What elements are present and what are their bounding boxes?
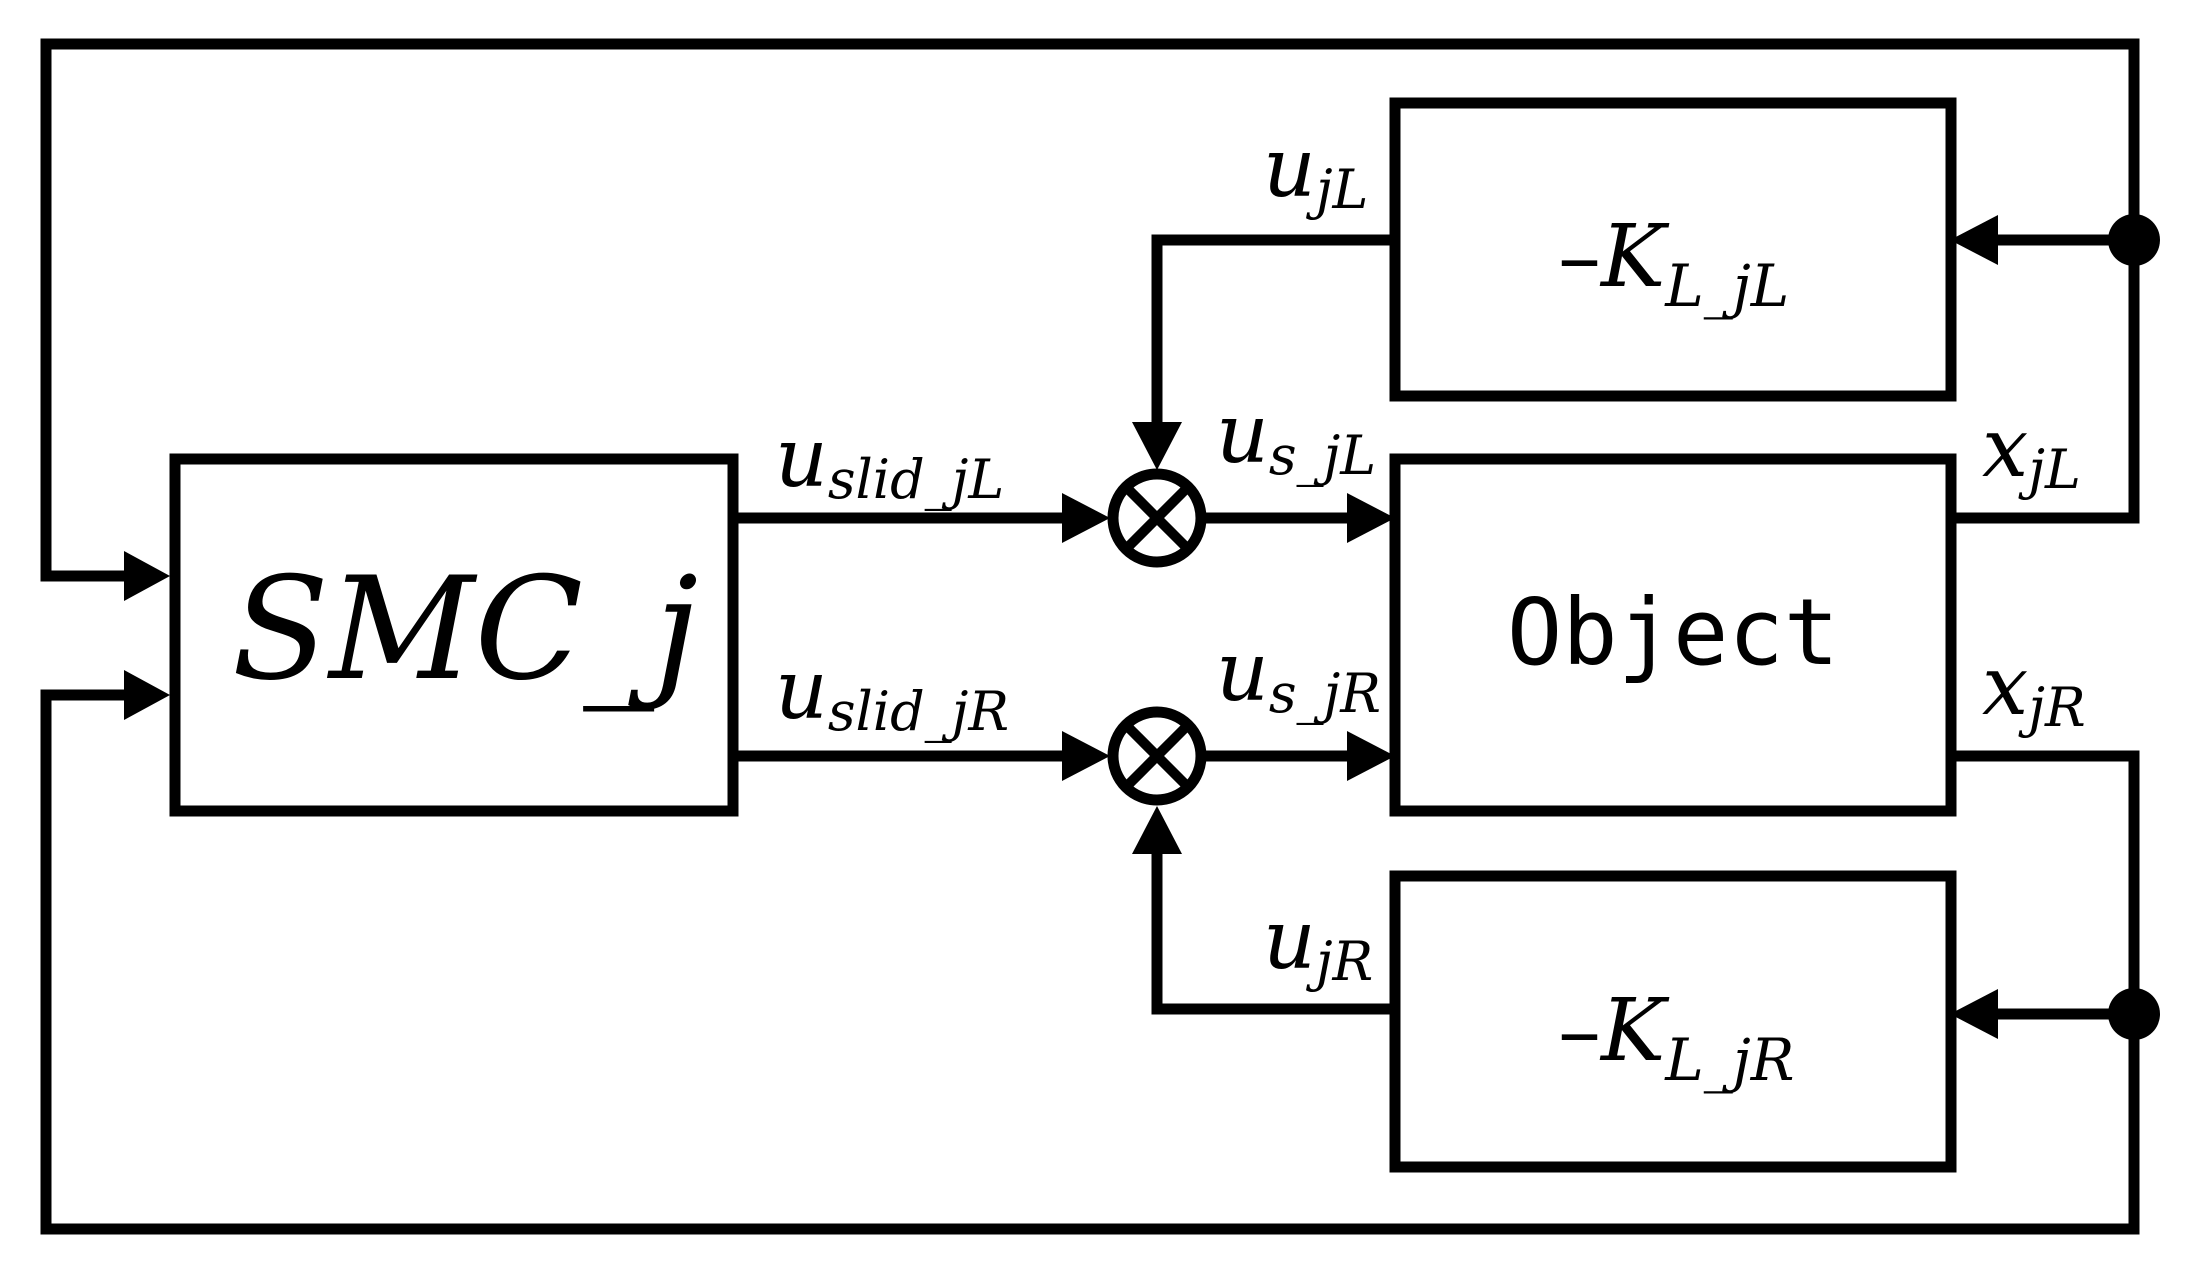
gain-block-jL [1389, 97, 1957, 402]
signal-label-u-slid-jR: uslid_jR [775, 643, 1009, 743]
gain-block-jR-label: –KL_jR [1558, 981, 1794, 1094]
feedback-wire-top [40, 38, 2140, 582]
signal-label-u-jR: ujR [1263, 893, 1373, 993]
signal-label-u-jL: ujL [1263, 121, 1368, 221]
smc-block-label: SMC_j [232, 547, 698, 712]
junction-dot-jR [2108, 988, 2160, 1040]
junction-dot-jL [2108, 214, 2160, 266]
arrow-gain-jR-input [1950, 989, 1998, 1039]
arrow-smc-input-bottom [124, 670, 170, 720]
wire-u-jL [1151, 234, 1396, 426]
signal-label-u-slid-jL: uslid_jL [775, 411, 1004, 511]
signal-label-u-s-jR: us_jR [1216, 625, 1381, 725]
signal-label-x-jR: xjR [1982, 639, 2086, 739]
gain-block-jR [1389, 870, 1957, 1173]
arrow-sum-jL-input [1062, 493, 1110, 543]
arrow-object-input-jL [1347, 493, 1395, 543]
arrow-sum-jL-feedback [1132, 422, 1182, 470]
summing-junction-jR [1107, 706, 1207, 806]
object-block-label: Object [1507, 579, 1839, 686]
gain-block-jL-label: –KL_jL [1558, 207, 1789, 320]
arrow-gain-jL-input [1950, 215, 1998, 265]
object-block [1389, 453, 1957, 817]
signal-label-u-s-jL: us_jL [1216, 387, 1376, 487]
wire-u-jR [1151, 852, 1396, 1015]
arrow-object-input-jR [1347, 731, 1395, 781]
arrow-sum-jR-feedback [1132, 806, 1182, 854]
smc-block [169, 453, 739, 817]
summing-junction-jL [1107, 468, 1207, 568]
signal-label-x-jL: xjL [1982, 401, 2081, 501]
arrow-smc-input-top [124, 551, 170, 601]
arrow-sum-jR-input [1062, 731, 1110, 781]
feedback-wire-bottom [40, 689, 2140, 1235]
